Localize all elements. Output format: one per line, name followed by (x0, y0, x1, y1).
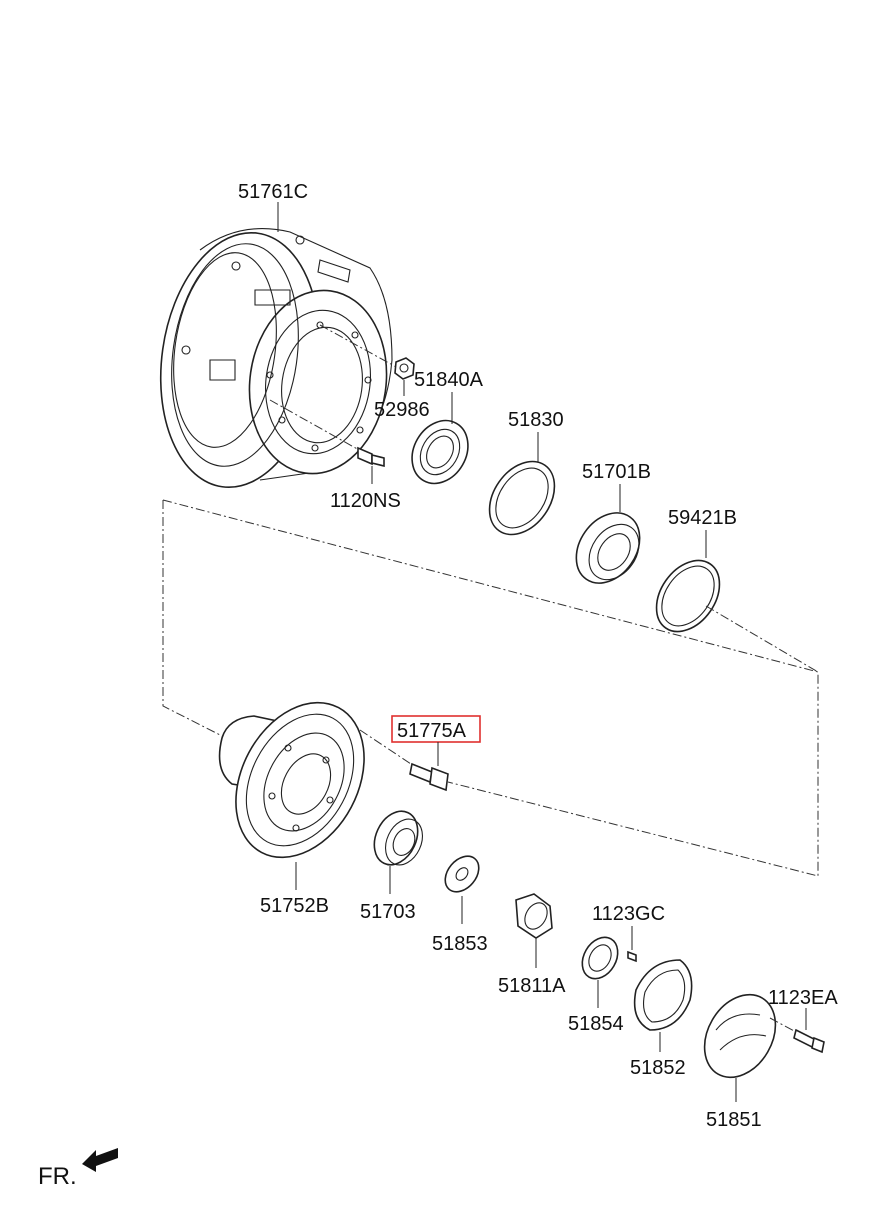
highlight-box (391, 715, 481, 743)
label-51851: 51851 (706, 1109, 762, 1131)
nut-part[interactable] (394, 357, 415, 380)
assembly-outline (162, 499, 819, 877)
label-51775A[interactable]: 51775A (397, 720, 467, 742)
hub-nut-part[interactable] (515, 893, 553, 939)
hub-cap-gasket-part[interactable] (633, 959, 693, 1031)
label-52986: 52986 (374, 399, 430, 421)
label-51761C: 51761C (238, 181, 308, 203)
label-59421B: 59421B (668, 507, 737, 529)
bolt-part[interactable] (357, 446, 385, 468)
label-51840A: 51840A (414, 369, 484, 391)
inner-bearing-part[interactable] (563, 501, 652, 595)
brake-drum-part[interactable] (145, 202, 399, 498)
screw-small-part[interactable] (627, 950, 637, 963)
front-label: FR. (38, 1163, 77, 1190)
oil-seal-part[interactable] (476, 449, 568, 547)
label-51853: 51853 (432, 933, 488, 955)
label-51854: 51854 (568, 1013, 624, 1035)
outer-bearing-part[interactable] (401, 410, 479, 493)
hub-bolt-part[interactable] (409, 762, 449, 792)
hub-inner-bearing-part[interactable] (366, 804, 430, 872)
lock-washer-part[interactable] (438, 850, 485, 899)
label-1123GC: 1123GC (592, 903, 665, 925)
snap-ring-part[interactable] (644, 549, 733, 644)
label-1120NS: 1120NS (330, 490, 401, 512)
front-direction-arrow-icon (82, 1148, 118, 1172)
label-51811A: 51811A (498, 975, 566, 997)
hub-cap-bolt-part[interactable] (769, 1017, 825, 1054)
label-51752B: 51752B (260, 895, 329, 917)
lock-plate-part[interactable] (575, 931, 625, 985)
label-51701B: 51701B (582, 461, 651, 483)
label-1123EA: 1123EA (768, 987, 838, 1009)
label-51852: 51852 (630, 1057, 686, 1079)
label-51830: 51830 (508, 409, 564, 431)
label-51703: 51703 (360, 901, 416, 923)
hub-cap-part[interactable] (690, 982, 789, 1090)
wheel-hub-part[interactable] (210, 680, 389, 879)
